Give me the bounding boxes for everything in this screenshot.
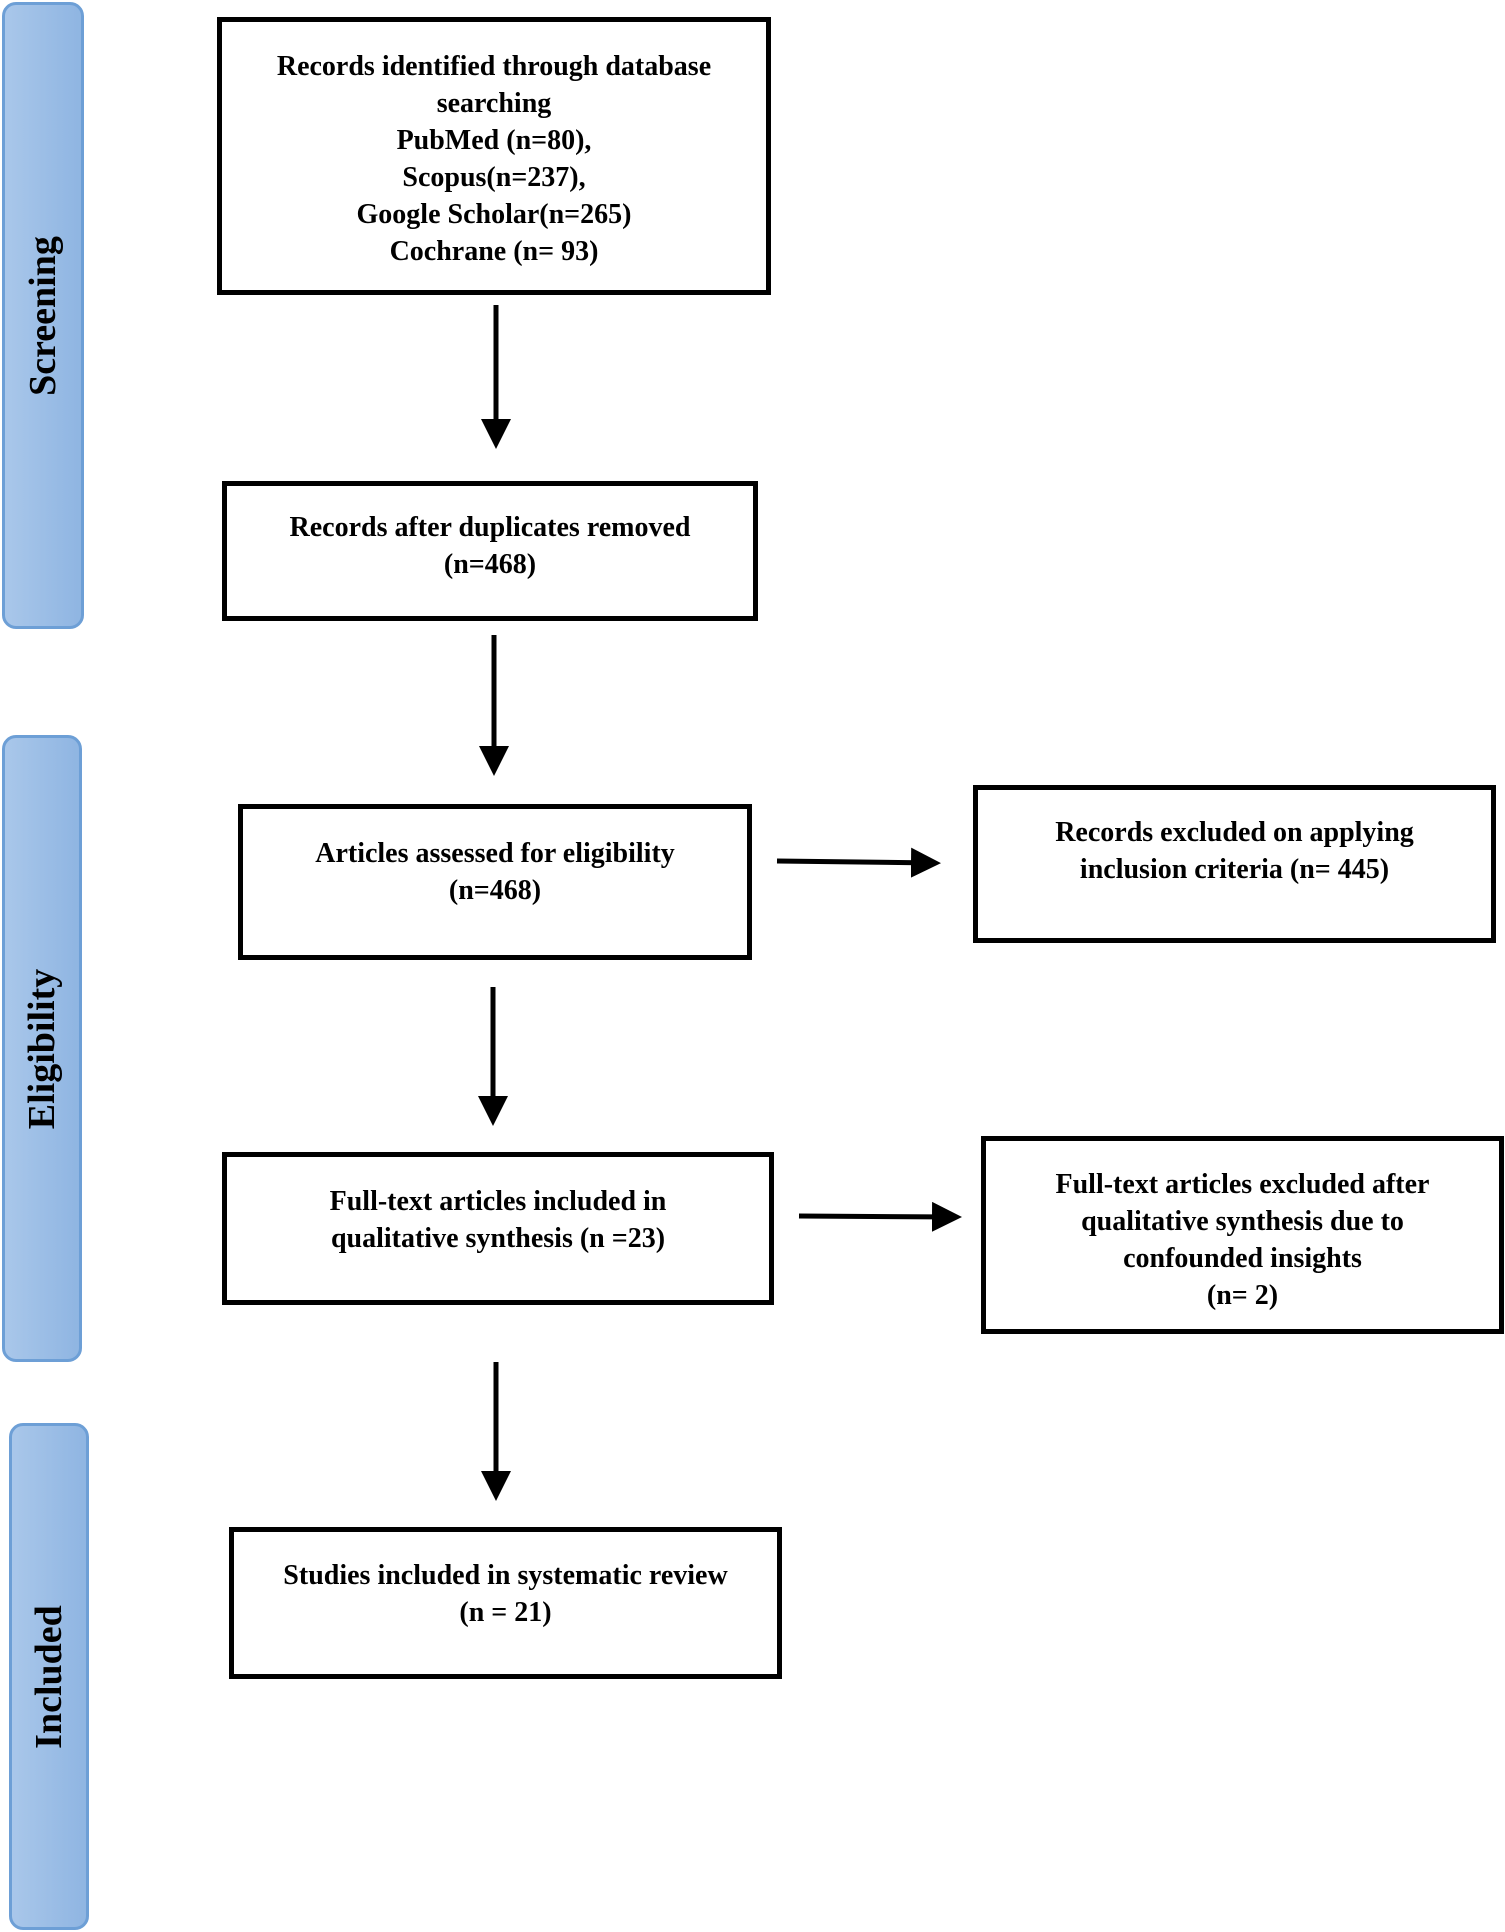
box-line: qualitative synthesis (n =23)	[330, 1223, 666, 1254]
box-line: Cochrane (n= 93)	[389, 236, 599, 267]
box-line: Articles assessed for eligibility	[315, 838, 675, 869]
arrow-assessed-to-excluded	[776, 847, 941, 878]
box-full-text-excluded: Full-text articles excluded after qualit…	[981, 1136, 1504, 1334]
box-line: Records after duplicates removed	[289, 512, 691, 543]
box-line: inclusion criteria (n= 445)	[1079, 854, 1390, 885]
box-line: Google Scholar(n=265)	[356, 199, 632, 230]
box-line: Full-text articles excluded after	[1055, 1169, 1430, 1200]
box-line: Full-text articles included in	[329, 1186, 667, 1217]
arrow-qualitative-to-excluded	[798, 1201, 962, 1232]
box-line: Records identified through database	[276, 51, 712, 82]
box-records-identified: Records identified through database sear…	[217, 17, 771, 295]
box-line: PubMed (n=80),	[396, 125, 592, 156]
phase-bar-screening: Screening	[2, 2, 84, 629]
box-line: (n = 21)	[459, 1597, 552, 1628]
box-line: searching	[436, 88, 552, 119]
box-line: (n= 2)	[1206, 1280, 1279, 1311]
box-full-text-qualitative: Full-text articles included in qualitati…	[222, 1152, 774, 1305]
box-records-after-duplicates: Records after duplicates removed (n=468)	[222, 481, 758, 621]
box-articles-assessed: Articles assessed for eligibility (n=468…	[238, 804, 752, 960]
box-line: (n=468)	[448, 875, 542, 906]
box-line: Studies included in systematic review	[283, 1560, 728, 1591]
box-records-excluded-criteria: Records excluded on applying inclusion c…	[973, 785, 1496, 943]
box-line: Records excluded on applying	[1055, 817, 1414, 848]
box-studies-included: Studies included in systematic review (n…	[229, 1527, 782, 1679]
box-line: qualitative synthesis due to	[1081, 1206, 1404, 1237]
box-line: confounded insights	[1123, 1243, 1362, 1274]
phase-bar-included: Included	[9, 1423, 89, 1930]
phase-bar-eligibility: Eligibility	[2, 735, 82, 1362]
box-line: (n=468)	[443, 549, 537, 580]
box-line: Scopus(n=237),	[402, 162, 586, 193]
